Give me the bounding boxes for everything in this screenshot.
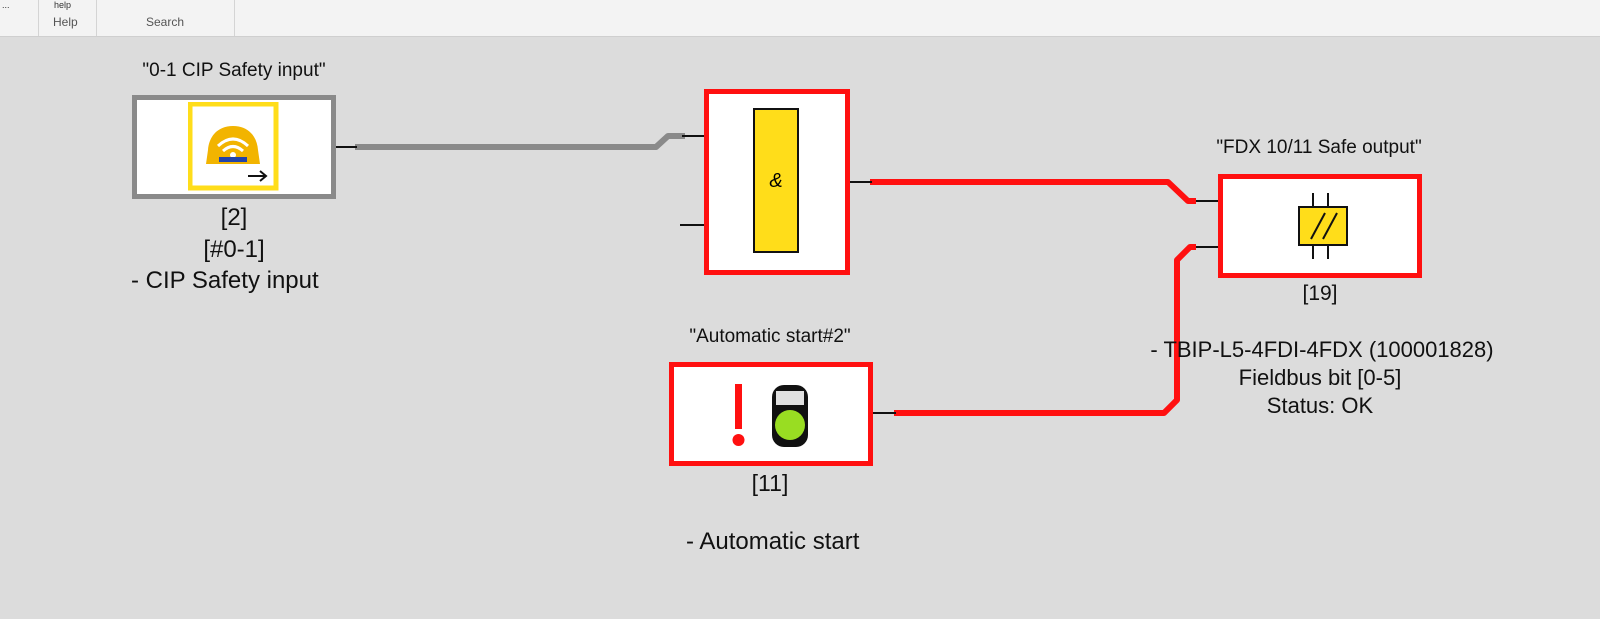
cip-input-description: - CIP Safety input — [131, 267, 319, 294]
safe-output-id: [19] — [1302, 282, 1338, 305]
misc-dropdown[interactable]: ... — [2, 0, 10, 10]
auto-start-title: "Automatic start#2" — [689, 326, 851, 347]
safe-output-fieldbus: Fieldbus bit [0-5] — [1238, 365, 1402, 390]
auto-start-id: [11] — [751, 470, 789, 496]
and-symbol: & — [769, 170, 783, 192]
cip-input-title: "0-1 CIP Safety input" — [142, 60, 326, 81]
wire-autostart-to-output[interactable] — [894, 244, 1196, 416]
wire-and-to-output[interactable] — [870, 179, 1196, 204]
connection-layer — [334, 133, 1220, 416]
cip-input-address: [#0-1] — [203, 236, 265, 263]
safe-output-status: Status: OK — [1266, 393, 1374, 418]
ribbon-group-search: Search — [96, 0, 235, 36]
cip-input-id: [2] — [220, 204, 248, 231]
logic-diagram-canvas[interactable]: "0-1 CIP Safety input" [2] [#0-1] - CIP … — [0, 37, 1600, 619]
help-dropdown[interactable]: help — [54, 0, 72, 10]
auto-start-description: - Automatic start — [686, 528, 860, 555]
and-gate-block[interactable]: & — [704, 89, 850, 275]
safe-output-title: "FDX 10/11 Safe output" — [1216, 137, 1422, 158]
ribbon-group-help: help Help — [38, 0, 97, 36]
safe-output-device: - TBIP-L5-4FDI-4FDX (100001828) — [1150, 337, 1494, 362]
ribbon-group-misc: ... — [0, 0, 39, 36]
relay-contact-icon — [1298, 193, 1348, 259]
help-group-label: Help — [53, 15, 78, 29]
connector-pins — [334, 135, 1220, 414]
wire-cip-to-and[interactable] — [355, 133, 685, 150]
search-group-label[interactable]: Search — [146, 15, 185, 29]
safety-network-icon — [188, 102, 279, 191]
and-gate-icon: & — [753, 108, 799, 253]
auto-start-block[interactable] — [669, 362, 873, 466]
ribbon-toolbar: ... help Help Search — [0, 0, 1600, 37]
auto-start-indicator-icon — [732, 384, 808, 447]
safe-output-block[interactable] — [1218, 174, 1422, 278]
cip-input-block[interactable] — [132, 95, 336, 199]
